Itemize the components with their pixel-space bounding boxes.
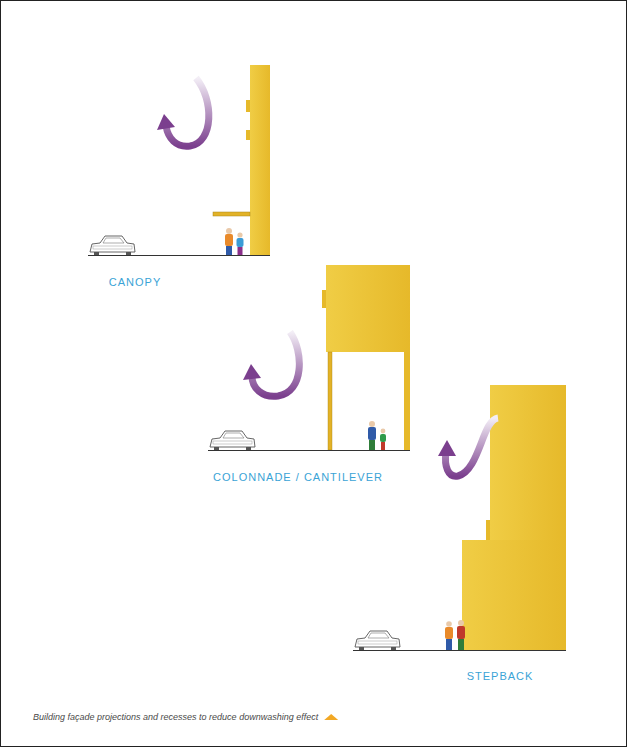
caption-marker [324, 714, 338, 720]
wind-arrow [243, 332, 299, 396]
wind-arrow [157, 78, 209, 146]
stepback-illustration [353, 385, 566, 651]
panel-label: STEPBACK [467, 670, 534, 682]
figure-caption: Building façade projections and recesses… [33, 712, 318, 722]
pedestrians [445, 620, 465, 650]
colonnade-illustration [208, 265, 410, 451]
panel-label: COLONNADE / CANTILEVER [213, 471, 383, 483]
pedestrians [368, 421, 386, 450]
wind-arrow [438, 418, 498, 476]
canopy-illustration [88, 65, 270, 256]
panel-label: CANOPY [109, 276, 161, 288]
pedestrians [225, 228, 244, 255]
